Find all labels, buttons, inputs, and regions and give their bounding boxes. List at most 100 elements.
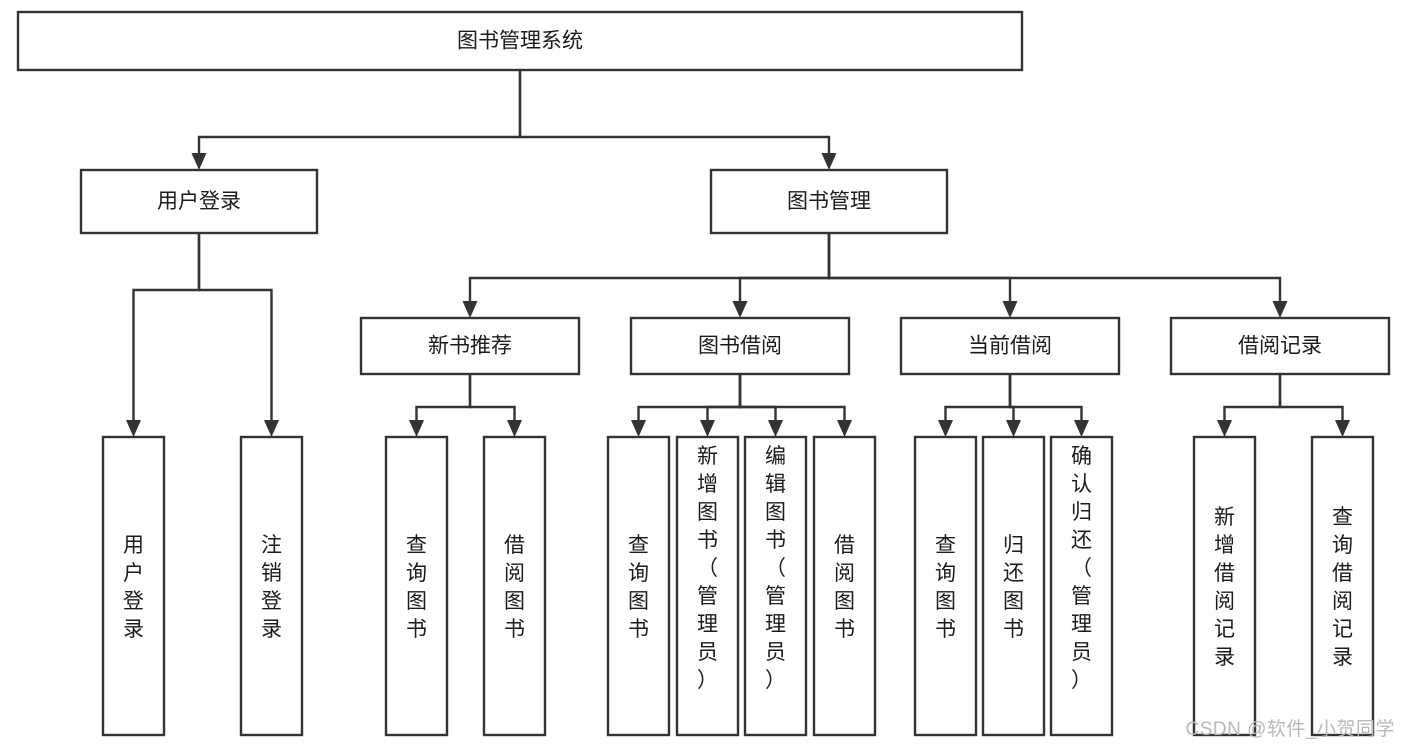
node-label: 新增借阅记录 [1214,506,1235,669]
arrow-head-icon [837,420,852,437]
node-box[interactable] [913,435,978,737]
connector-line [706,374,742,420]
arrow-head-icon [1272,301,1288,318]
node-leaf-add-book[interactable]: 新增图书（管理员） [675,435,740,737]
connector-book-borrow-to-leaf-query-book-borrow [631,374,742,437]
watermark-text: CSDN @软件_小贺同学 [1185,719,1395,740]
node-book-borrow[interactable]: 图书借阅 [629,316,851,376]
connector-current-borrow-to-leaf-confirm-return [1008,374,1089,437]
node-label: 查询图书 [628,534,649,641]
connector-user-login-to-leaf-user-login [126,233,201,437]
arrow-head-icon [631,420,646,437]
connector-root-to-user-login [191,70,522,170]
arrow-head-icon [1217,420,1232,437]
node-leaf-edit-book[interactable]: 编辑图书（管理员） [743,435,808,737]
connector-book-borrow-to-leaf-add-book [700,374,742,437]
node-label: 查询图书 [935,534,956,641]
node-leaf-borrow-book[interactable]: 借阅图书 [812,435,877,737]
arrow-head-icon [768,420,783,437]
node-label: 确认归还（管理员） [1071,445,1092,692]
connector-line [197,70,522,153]
node-box[interactable] [606,435,671,737]
node-box[interactable] [1310,435,1375,737]
node-box[interactable] [239,435,304,737]
connector-user-login-to-leaf-logout [197,233,279,437]
connector-book-management-to-borrow-record [827,233,1288,318]
node-box[interactable] [899,316,1121,376]
node-leaf-borrow-book-rec[interactable]: 借阅图书 [482,435,547,737]
node-label: 用户登录 [157,190,241,213]
node-label: 图书管理系统 [457,30,583,53]
connector-line [1278,374,1344,420]
node-leaf-add-record[interactable]: 新增借阅记录 [1192,435,1257,737]
node-box[interactable] [16,10,1024,72]
node-user-login[interactable]: 用户登录 [79,168,319,235]
node-leaf-user-login[interactable]: 用户登录 [101,435,166,737]
node-box[interactable] [359,316,581,376]
connector-line [738,233,831,301]
node-box[interactable] [1049,435,1114,737]
connector-layer [126,70,1350,437]
arrow-head-icon [264,420,279,437]
node-label: 新书推荐 [428,335,512,358]
node-book-management[interactable]: 图书管理 [709,168,949,235]
node-box[interactable] [709,168,949,235]
node-layer: 图书管理系统用户登录图书管理新书推荐图书借阅当前借阅借阅记录用户登录注销登录查询… [16,10,1391,737]
node-label: 图书借阅 [698,335,782,358]
node-label: 借阅图书 [504,534,525,641]
node-box[interactable] [482,435,547,737]
node-label: 查询图书 [406,534,427,641]
arrow-head-icon [938,420,953,437]
node-leaf-confirm-return[interactable]: 确认归还（管理员） [1049,435,1114,737]
node-leaf-logout[interactable]: 注销登录 [239,435,304,737]
arrow-head-icon [1006,420,1021,437]
arrow-head-icon [1335,420,1350,437]
arrow-head-icon [462,301,478,318]
connector-line [944,374,1012,420]
connector-line [637,374,742,420]
connector-current-borrow-to-leaf-query-book-current [938,374,1012,437]
connector-line [827,233,1282,301]
connector-line [468,374,516,420]
node-box[interactable] [675,435,740,737]
connector-book-borrow-to-leaf-borrow-book [738,374,852,437]
node-label: 编辑图书（管理员） [765,445,786,692]
node-leaf-query-book-rec[interactable]: 查询图书 [384,435,449,737]
node-label: 借阅图书 [834,534,855,641]
connector-book-management-to-book-borrow [732,233,831,318]
node-box[interactable] [812,435,877,737]
node-label: 归还图书 [1003,534,1024,641]
node-leaf-return-book[interactable]: 归还图书 [981,435,1046,737]
node-box[interactable] [101,435,166,737]
node-box[interactable] [79,168,319,235]
node-current-borrow[interactable]: 当前借阅 [899,316,1121,376]
node-borrow-record[interactable]: 借阅记录 [1169,316,1391,376]
node-box[interactable] [743,435,808,737]
connector-book-borrow-to-leaf-edit-book [738,374,783,437]
node-new-book-recommend[interactable]: 新书推荐 [359,316,581,376]
connector-line [197,233,273,420]
connector-line [1223,374,1282,420]
node-leaf-query-record[interactable]: 查询借阅记录 [1310,435,1375,737]
connector-line [738,374,846,420]
arrow-head-icon [1074,420,1089,437]
connector-line [1008,374,1083,420]
node-leaf-query-book-current[interactable]: 查询图书 [913,435,978,737]
connector-book-management-to-current-borrow [827,233,1018,318]
node-box[interactable] [1192,435,1257,737]
arrow-head-icon [732,301,748,318]
node-box[interactable] [1169,316,1391,376]
node-label: 图书管理 [787,190,871,213]
node-box[interactable] [981,435,1046,737]
connector-new-book-recommend-to-leaf-borrow-book-rec [468,374,522,437]
node-box[interactable] [629,316,851,376]
arrow-head-icon [821,153,837,170]
node-box[interactable] [384,435,449,737]
node-root[interactable]: 图书管理系统 [16,10,1024,72]
connector-line [518,70,831,153]
node-label: 新增图书（管理员） [697,445,718,692]
node-leaf-query-book-borrow[interactable]: 查询图书 [606,435,671,737]
connector-line [468,233,831,301]
connector-root-to-book-management [518,70,837,170]
